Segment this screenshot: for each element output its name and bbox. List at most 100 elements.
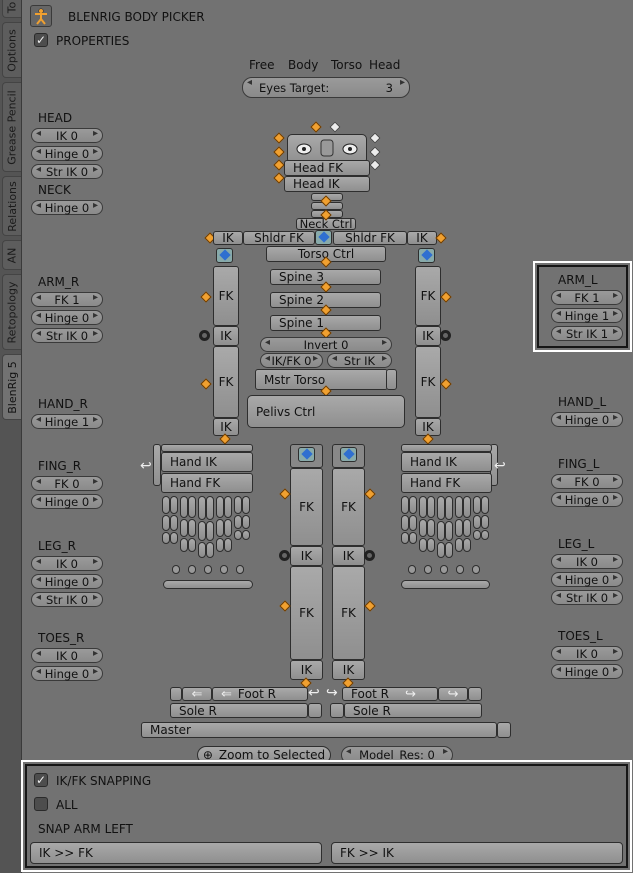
eyes-target-field[interactable]: Eyes Target: 3 [242,77,410,98]
arm-r-lower-fk-button[interactable]: FK [213,346,239,418]
eyes-mode-torso[interactable]: Torso [331,58,363,72]
arm-l-elbow-ik-button[interactable]: IK [415,326,441,346]
toe-knob[interactable] [220,565,228,574]
toe-knob[interactable] [236,565,244,574]
fk-to-ik-button[interactable]: FK >> IK [331,842,623,864]
finger-segment[interactable] [198,521,206,541]
foot-r-end[interactable] [170,687,182,701]
ik-fk-slider[interactable]: IK/FK 0 [260,353,323,368]
toe-knob[interactable] [440,565,448,574]
finger-segment[interactable] [188,538,196,552]
hand-r-hinge-slider[interactable]: Hinge 1 [31,414,103,429]
finger-segment[interactable] [401,532,409,544]
head-top-handle-icon[interactable] [310,121,322,133]
finger-segment[interactable] [180,496,188,518]
fing-l-fk-slider[interactable]: FK 0 [551,474,623,489]
hand-l-bar[interactable] [401,444,492,452]
finger-segment[interactable] [216,519,224,537]
finger-segment[interactable] [437,521,445,541]
head-hinge-slider[interactable]: Hinge 0 [31,146,103,161]
tab-blenrig5[interactable]: BlenRig 5 [2,354,21,420]
finger-segment[interactable] [198,542,206,558]
finger-segment[interactable] [409,496,417,514]
finger-segment[interactable] [162,532,170,544]
finger-segment[interactable] [427,538,435,552]
arm-r-fk-slider[interactable]: FK 1 [31,292,103,307]
arm-l-str-ik-slider[interactable]: Str IK 1 [551,326,623,341]
hand-r-side[interactable] [153,444,161,486]
finger-segment[interactable] [180,519,188,537]
finger-segment[interactable] [242,515,250,529]
arm-l-upper-fk-button[interactable]: FK [415,266,441,326]
foot-r-toe-roll-icon[interactable]: ⇐ [182,687,212,701]
finger-segment[interactable] [224,538,232,552]
elbow-r-pole-icon[interactable] [199,330,210,341]
hand-l-snap-icon[interactable]: ↩ [494,458,506,474]
eyes-mode-head[interactable]: Head [369,58,401,72]
leg-r-ik-slider[interactable]: IK 0 [31,556,103,571]
finger-segment[interactable] [445,521,453,541]
master-end[interactable] [497,722,511,738]
hand-r-ik-button[interactable]: Hand IK [161,452,253,472]
finger-segment[interactable] [409,532,417,544]
arm-r-handle-icon[interactable] [200,378,212,390]
finger-segment[interactable] [427,519,435,537]
finger-segment[interactable] [437,542,445,558]
foot-l-end[interactable] [468,687,482,701]
shoulder-r-ik-button[interactable]: IK [213,231,243,245]
leg-r-pin-icon[interactable] [298,447,315,462]
elbow-l-pole-icon[interactable] [440,330,451,341]
finger-segment[interactable] [455,519,463,537]
finger-segment[interactable] [481,515,489,529]
finger-segment[interactable] [188,496,196,518]
finger-segment[interactable] [481,496,489,514]
fing-r-fk-slider[interactable]: FK 0 [31,476,103,491]
finger-segment[interactable] [481,530,489,540]
toe-knob[interactable] [456,565,464,574]
hand-r-fk-button[interactable]: Hand FK [161,473,253,493]
head-ik-button[interactable]: Head IK [284,176,370,192]
toes-l-bar[interactable] [401,580,490,589]
knee-r-pole-icon[interactable] [279,550,290,561]
sole-l-button[interactable]: Sole R [344,703,482,718]
finger-segment[interactable] [224,496,232,518]
eyes-mode-body[interactable]: Body [288,58,319,72]
finger-segment[interactable] [242,530,250,540]
finger-segment[interactable] [180,538,188,552]
tab-grease-pencil[interactable]: Grease Pencil [2,82,21,172]
fing-l-hinge-slider[interactable]: Hinge 0 [551,492,623,507]
head-left-handle-icon[interactable] [273,159,285,171]
arm-r-str-ik-slider[interactable]: Str IK 0 [31,328,103,343]
finger-segment[interactable] [234,496,242,514]
leg-l-handle-icon[interactable] [364,600,376,612]
toes-l-hinge-slider[interactable]: Hinge 0 [551,664,623,679]
arm-r-wrist-ik-button[interactable]: IK [213,418,239,436]
finger-segment[interactable] [401,515,409,531]
leg-l-ik-slider[interactable]: IK 0 [551,554,623,569]
head-right-handle-icon[interactable] [369,159,381,171]
foot-l-button[interactable]: Foot R↪ [342,687,438,701]
finger-segment[interactable] [419,538,427,552]
toe-knob[interactable] [188,565,196,574]
finger-segment[interactable] [455,538,463,552]
finger-segment[interactable] [242,496,250,514]
head-str-ik-slider[interactable]: Str IK 0 [31,164,103,179]
invert-slider[interactable]: Invert 0 [260,337,392,352]
leg-r-hinge-slider[interactable]: Hinge 0 [31,574,103,589]
tab-options[interactable]: Options [2,22,21,78]
arm-r-upper-fk-button[interactable]: FK [213,266,239,326]
arm-l-hinge-slider[interactable]: Hinge 1 [551,308,623,323]
finger-segment[interactable] [437,496,445,520]
toe-knob[interactable] [424,565,432,574]
mstr-torso-button[interactable]: Mstr Torso [255,369,388,390]
foot-r-snap-icon[interactable]: ↩ [308,685,320,701]
all-checkbox[interactable] [34,797,48,811]
arm-l-lower-fk-button[interactable]: FK [415,346,441,418]
finger-segment[interactable] [170,515,178,531]
finger-segment[interactable] [188,519,196,537]
finger-segment[interactable] [206,542,214,558]
head-left-handle-icon[interactable] [273,146,285,158]
spine3-button[interactable]: Spine 3 [270,269,381,285]
leg-r-handle-icon[interactable] [279,488,291,500]
foot-l-toe-roll-icon[interactable]: ↪ [438,687,468,701]
